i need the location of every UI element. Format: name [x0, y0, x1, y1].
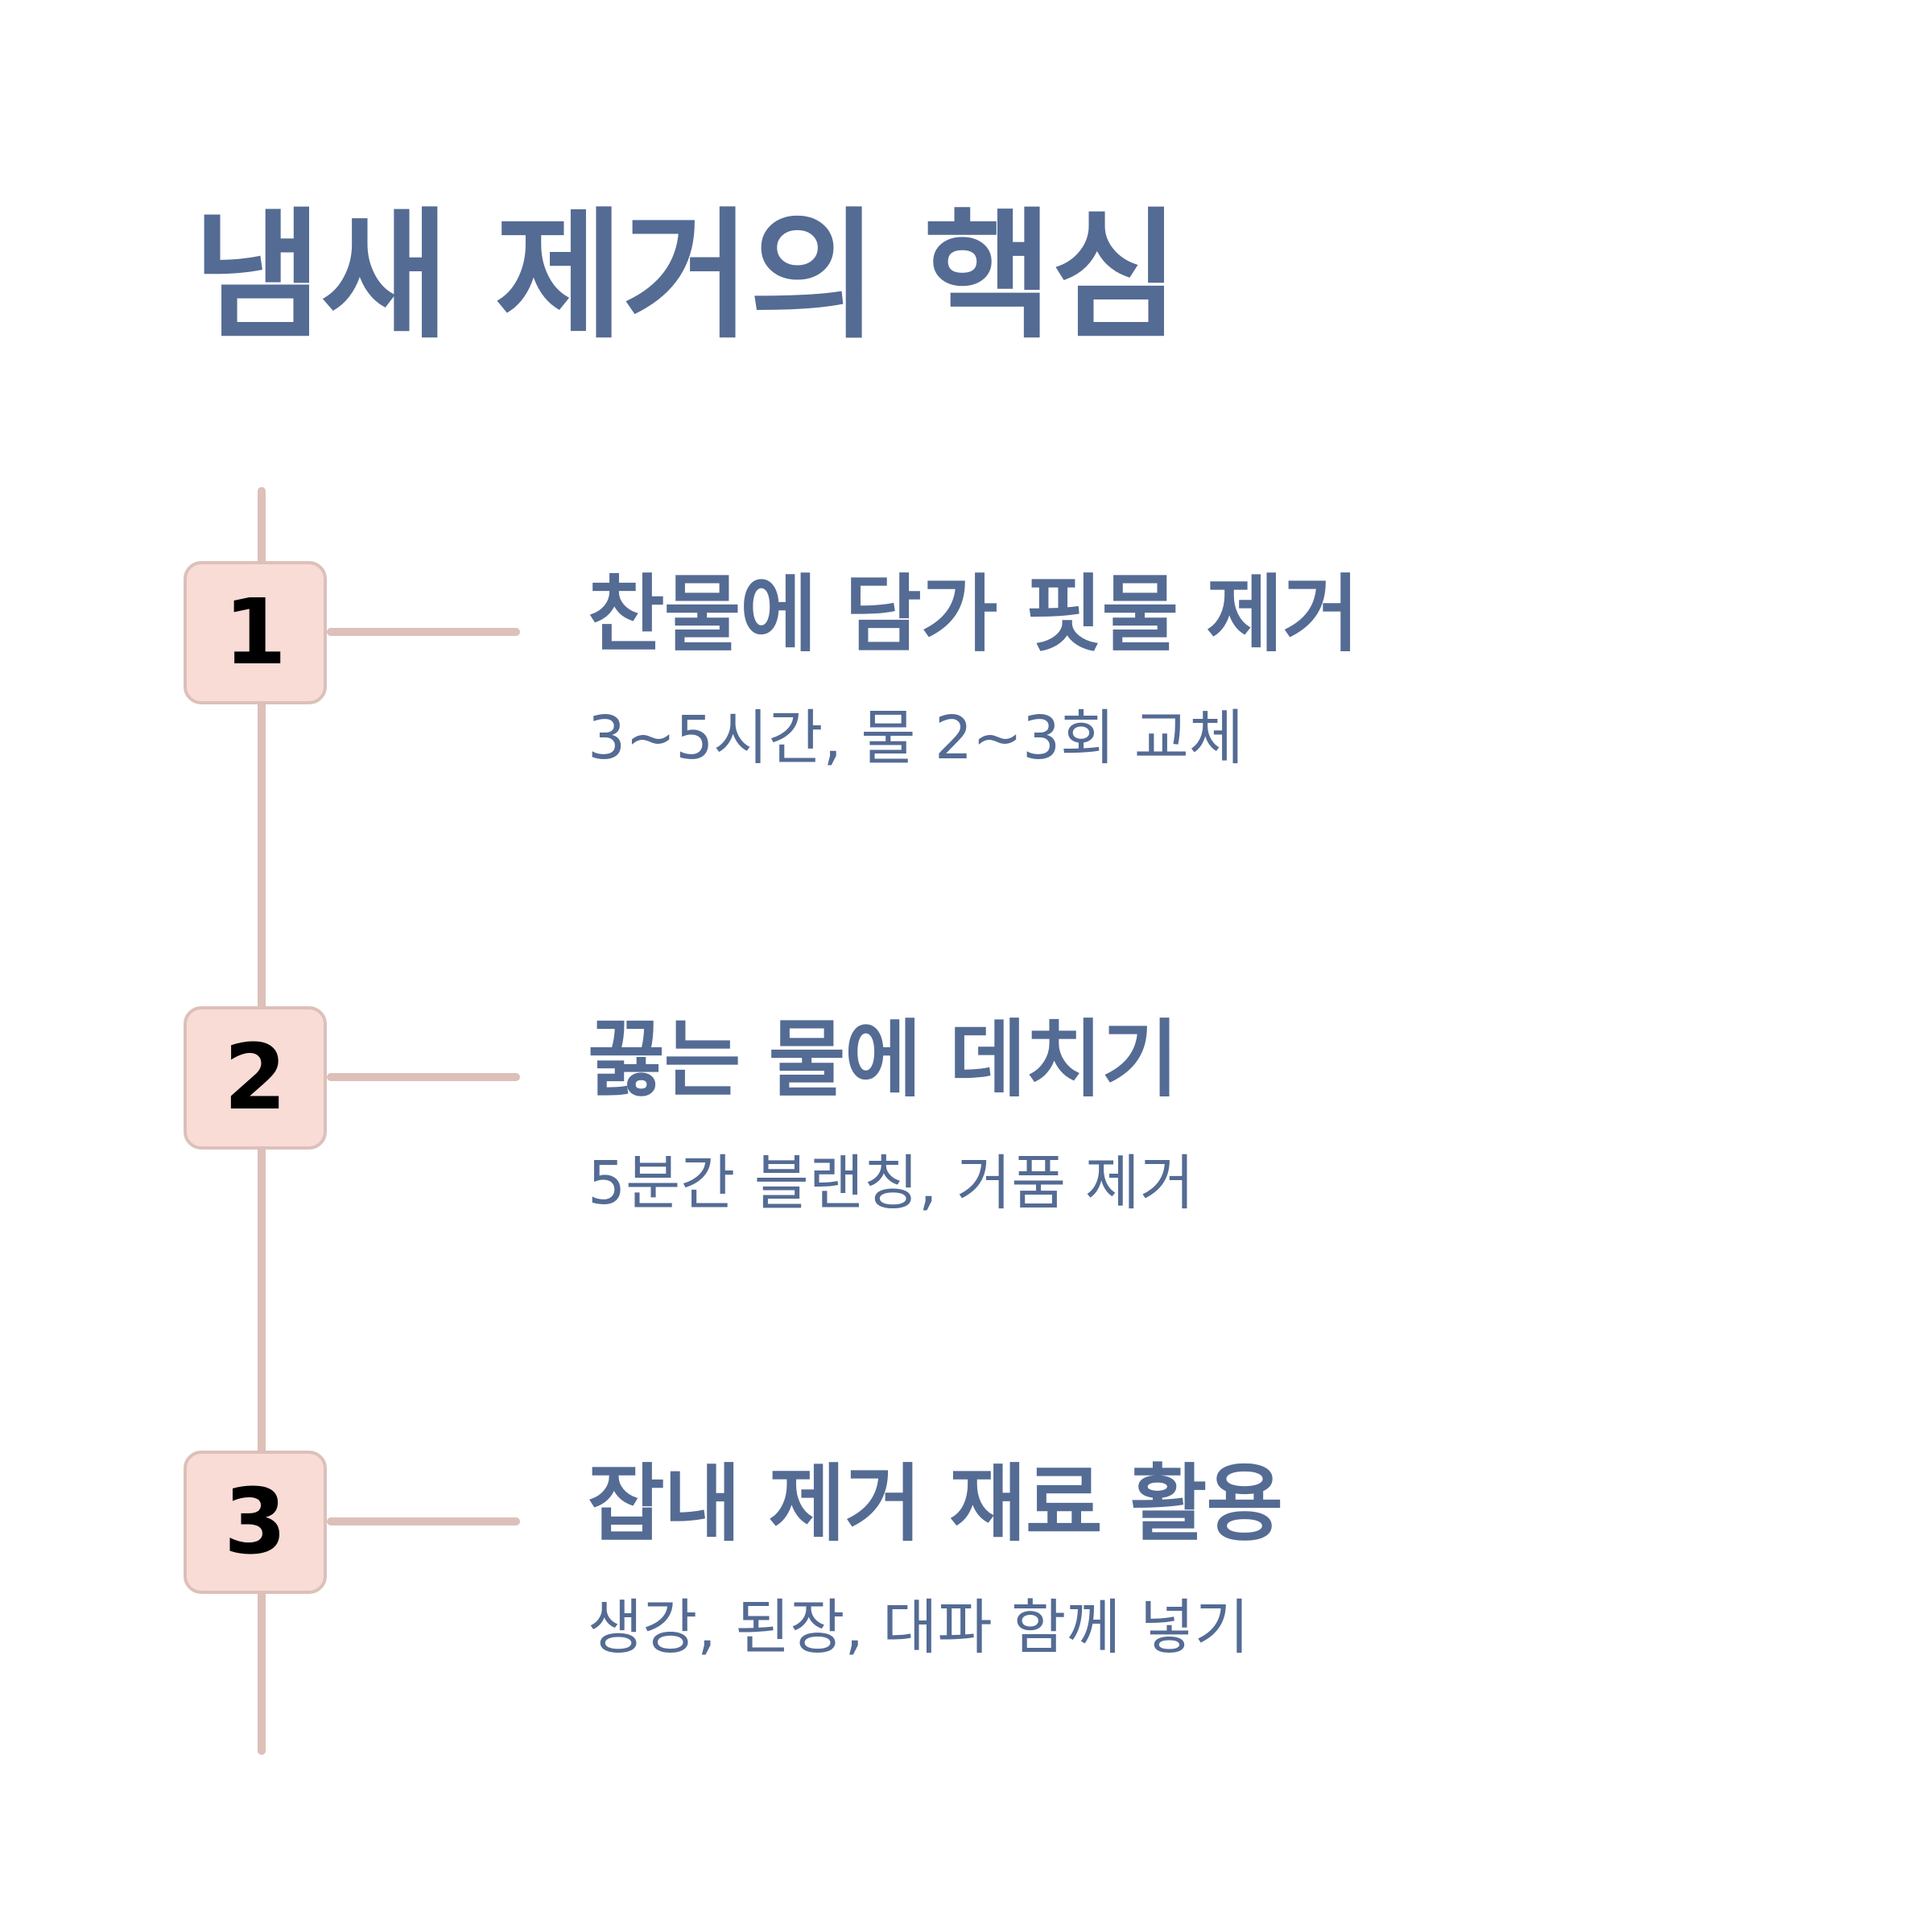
step-number: 1	[224, 580, 287, 685]
step-description: 생강, 된장, 대파 함께 넣기	[588, 1593, 1249, 1662]
step-connector	[327, 628, 520, 636]
step-connector	[327, 1517, 520, 1525]
step-3: 3 잡내 제거 재료 활용 생강, 된장, 대파 함께 넣기	[0, 1451, 1932, 1740]
step-title: 끓는 물에 데치기	[588, 1010, 1179, 1108]
step-number: 3	[224, 1470, 287, 1575]
step-number-box: 2	[184, 1006, 327, 1150]
step-1: 1 찬물에 담가 핏물 제거 3~5시간, 물 2~3회 교체	[0, 561, 1932, 851]
step-number-box: 1	[184, 561, 327, 704]
step-number: 2	[224, 1026, 287, 1130]
step-description: 3~5시간, 물 2~3회 교체	[588, 704, 1244, 773]
step-title: 잡내 제거 재료 활용	[588, 1455, 1283, 1553]
page-title: 냄새 제거의 핵심	[193, 195, 1180, 358]
step-number-box: 3	[184, 1451, 327, 1594]
step-connector	[327, 1073, 520, 1081]
step-title: 찬물에 담가 핏물 제거	[588, 565, 1360, 663]
step-description: 5분간 블랜칭, 거품 제거	[588, 1149, 1195, 1218]
step-2: 2 끓는 물에 데치기 5분간 블랜칭, 거품 제거	[0, 1006, 1932, 1296]
